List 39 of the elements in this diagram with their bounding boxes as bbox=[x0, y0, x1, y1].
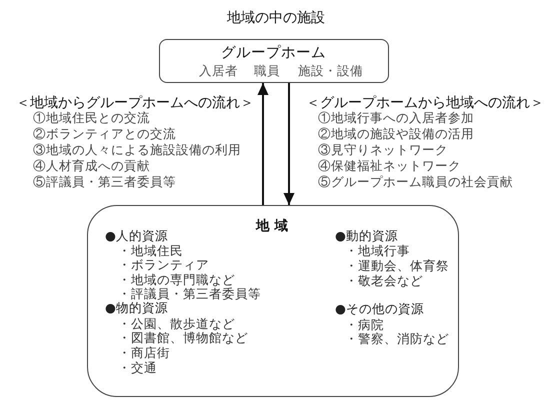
box-heading: グループホーム bbox=[221, 45, 326, 62]
section-heading: ●人的資源 bbox=[105, 229, 168, 244]
box-heading: 地 域 bbox=[256, 219, 289, 235]
flow-item: ③見守りネットワーク bbox=[318, 143, 448, 158]
section-heading: ●その他の資源 bbox=[335, 302, 424, 316]
member-label: 入居者 bbox=[199, 64, 238, 78]
arrow bbox=[258, 83, 268, 205]
flow-item: ③地域の人々による施設設備の利用 bbox=[33, 143, 241, 158]
flow-item: ①地域住民との交流 bbox=[33, 111, 150, 126]
list-item: ・運動会、体育祭 bbox=[345, 259, 449, 274]
list-item: ・地域住民 bbox=[118, 244, 183, 258]
list-item: ・商店街 bbox=[118, 346, 170, 360]
flow-item: ②地域の施設や設備の活用 bbox=[318, 127, 474, 142]
flow-item: ②ボランティアとの交流 bbox=[33, 127, 176, 142]
rounded-box bbox=[159, 39, 389, 83]
list-item: ・図書館、博物館など bbox=[118, 331, 248, 346]
section-heading: ●物的資源 bbox=[105, 301, 168, 316]
flow-heading: ＜地域からグループホームへの流れ＞ bbox=[16, 95, 254, 112]
list-item: ・ボランティア bbox=[118, 258, 209, 272]
list-item: ・公園、散歩道など bbox=[118, 317, 235, 332]
rounded-box bbox=[87, 205, 459, 397]
arrow bbox=[284, 83, 294, 205]
list-item: ・病院 bbox=[345, 318, 384, 332]
flow-item: ①地域行事への入居者参加 bbox=[318, 111, 474, 126]
list-item: ・評議員・第三者委員等 bbox=[118, 287, 261, 302]
list-item: ・地域行事 bbox=[345, 244, 410, 258]
member-label: 施設・設備 bbox=[298, 64, 363, 78]
section-heading: ●動的資源 bbox=[335, 229, 398, 244]
flow-item: ④人材育成への貢献 bbox=[33, 159, 150, 174]
member-label: 職員 bbox=[254, 64, 280, 78]
list-item: ・敬老会など bbox=[345, 274, 423, 288]
flow-heading: ＜グループホームから地域への流れ＞ bbox=[306, 95, 544, 112]
list-item: ・地域の専門職など bbox=[118, 273, 235, 288]
list-item: ・交通 bbox=[118, 361, 157, 376]
flow-item: ⑤評議員・第三者委員等 bbox=[33, 175, 176, 190]
diagram-title: 地域の中の施設 bbox=[227, 10, 325, 26]
list-item: ・警察、消防など bbox=[345, 332, 449, 346]
flow-item: ⑤グループホーム職員の社会貢献 bbox=[318, 175, 513, 190]
flow-item: ④保健福祉ネットワーク bbox=[318, 159, 461, 174]
